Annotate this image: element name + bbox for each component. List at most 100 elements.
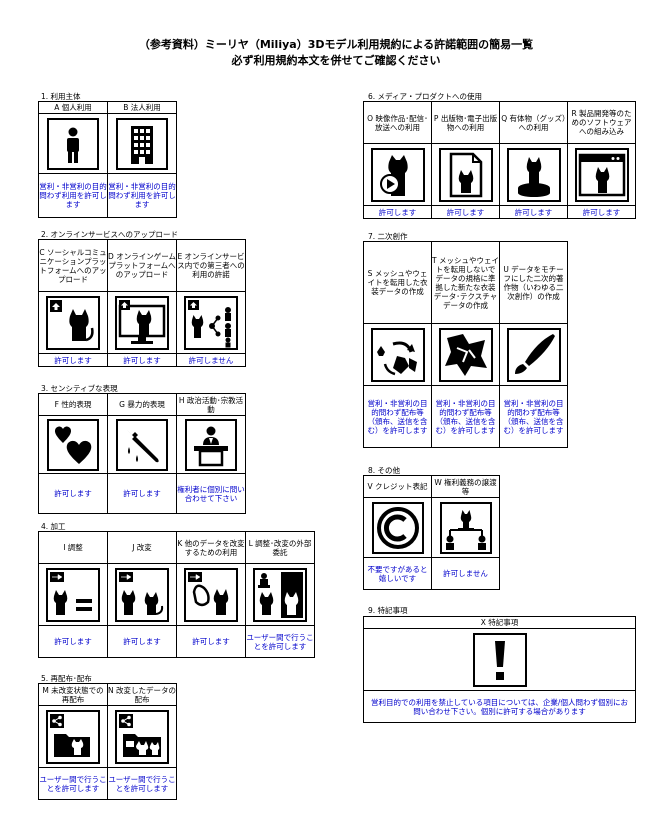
item-i-picture (38, 563, 108, 626)
section-6-title: 6. メディア・プロダクトへの使用 (368, 92, 483, 101)
modify-icon (115, 567, 169, 622)
item-l-label: L 調整･改変の外部委託 (245, 531, 315, 564)
section-8-title: 8. その他 (368, 466, 401, 475)
item-o-result: 許可します (363, 205, 432, 219)
page-subtitle: 必ず利用規約本文を併せてご確認ください (231, 54, 441, 67)
knife-icon (116, 418, 168, 471)
item-m-picture (38, 705, 108, 768)
section-7-table: S メッシュやウェイトを転用した衣装データの作成 T メッシュやウェイトを転用し… (363, 241, 568, 448)
item-u-picture (499, 323, 568, 386)
outsource-icon (253, 567, 307, 622)
item-f-result: 許可します (38, 473, 108, 514)
section-5-title: 5. 再配布･配布 (41, 674, 92, 683)
item-b-result: 営利・非営利の目的問わず利用を許可します (107, 173, 177, 218)
copyright-icon (371, 501, 424, 554)
section-5-table: M 未改変状態での再配布 N 改変したデータの配布 (38, 683, 177, 800)
redistribute-icon (46, 709, 100, 764)
item-e-result: 許可しません (176, 353, 246, 367)
item-p-result: 許可します (431, 205, 500, 219)
item-o-label: O 映像作品･配信･放送への利用 (363, 101, 432, 144)
item-c-result: 許可します (38, 353, 108, 367)
item-v-label: V クレジット表記 (363, 475, 432, 498)
share-cat-icon (184, 295, 238, 350)
item-t-label: T メッシュやウェイトを転用しないでデータの規格に準拠した新たな衣装データ･テク… (431, 241, 500, 324)
item-r-label: R 製品開発等のためのソフトウェアへの組み込み (567, 101, 636, 144)
person-icon (47, 117, 99, 170)
item-a-result: 営利・非営利の目的問わず利用を許可します (38, 173, 108, 218)
item-x-label: X 特記事項 (363, 616, 636, 629)
item-i-label: I 調整 (38, 531, 108, 564)
building-icon (116, 117, 168, 170)
page-title: （参考資料）ミーリヤ（Miliya）3Dモデル利用規約による許諾範囲の簡易一覧 (138, 38, 534, 51)
item-b-picture (107, 113, 177, 174)
item-k-result: 許可します (176, 625, 246, 658)
item-m-label: M 未改変状態での再配布 (38, 683, 108, 706)
section-8-table: V クレジット表記 W 権利義務の譲渡等 不要ですがあると嬉しいです 許可し (363, 475, 500, 590)
section-3-table: F 性的表現 G 暴力的表現 H 政治活動･宗教活動 (38, 393, 246, 514)
item-o-picture (363, 143, 432, 206)
item-w-result: 許可しません (431, 557, 500, 590)
exclamation-icon (472, 632, 527, 687)
item-f-picture (38, 415, 108, 474)
item-q-result: 許可します (499, 205, 568, 219)
adjust-icon (46, 567, 100, 622)
item-v-result: 不要ですがあると嬉しいです (363, 557, 432, 590)
item-c-picture (38, 291, 108, 354)
item-w-picture (431, 497, 500, 558)
figure-cat-icon (506, 147, 561, 202)
item-q-picture (499, 143, 568, 206)
item-h-label: H 政治活動･宗教活動 (176, 393, 246, 416)
fabric-icon (438, 327, 493, 382)
item-a-picture (38, 113, 108, 174)
item-c-label: C ソーシャルコミュニケーションプラットフォームへのアップロード (38, 239, 108, 292)
item-g-result: 許可します (107, 473, 177, 514)
upload-cat-icon (46, 295, 100, 350)
item-n-label: N 改変したデータの配布 (107, 683, 177, 706)
item-n-picture (107, 705, 177, 768)
section-4-table: I 調整 J 改変 K 他のデータを改変するための利用 L 調整･改変の外部委託 (38, 531, 315, 658)
item-d-picture (107, 291, 177, 354)
item-w-label: W 権利義務の譲渡等 (431, 475, 500, 498)
item-b-label: B 法人利用 (107, 101, 177, 114)
software-cat-icon (574, 147, 629, 202)
brush-icon (506, 327, 561, 382)
item-j-label: J 改変 (107, 531, 177, 564)
podium-icon (185, 418, 237, 471)
section-1-table: A 個人利用 B 法人利用 (38, 101, 177, 218)
section-3-title: 3. センシティブな表現 (41, 384, 118, 393)
item-d-label: D オンラインゲームプラットフォームへのアップロード (107, 239, 177, 292)
distribute-modified-icon (115, 709, 169, 764)
item-j-picture (107, 563, 177, 626)
item-j-result: 許可します (107, 625, 177, 658)
item-u-label: U データをモチーフにした二次的著作物（いわゆる二次創作）の作成 (499, 241, 568, 324)
item-x-result: 営利目的での利用を禁止している項目については、企業/個人問わず個別にお問い合わせ… (363, 690, 636, 723)
item-t-picture (431, 323, 500, 386)
section-1-title: 1. 利用主体 (41, 92, 81, 101)
item-p-label: P 出版物･電子出版物への利用 (431, 101, 500, 144)
item-g-picture (107, 415, 177, 474)
item-a-label: A 個人利用 (38, 101, 108, 114)
section-9-table: X 特記事項 営利目的での利用を禁止している項目については、企業/個人問わず個別… (363, 616, 636, 723)
item-k-label: K 他のデータを改変するための利用 (176, 531, 246, 564)
hearts-icon (47, 418, 99, 471)
section-6-table: O 映像作品･配信･放送への利用 P 出版物･電子出版物への利用 Q 有体物（グ… (363, 101, 636, 219)
item-x-picture (363, 628, 636, 691)
section-9-title: 9. 特記事項 (368, 606, 408, 615)
item-h-picture (176, 415, 246, 474)
item-s-picture (363, 323, 432, 386)
item-t-result: 営利・非営利の目的問わず配布等（頒布、送信を含む）を許可します (431, 385, 500, 448)
other-data-icon (184, 567, 238, 622)
section-4-title: 4. 加工 (41, 522, 66, 531)
item-k-picture (176, 563, 246, 626)
section-2-table: C ソーシャルコミュニケーションプラットフォームへのアップロード D オンライン… (38, 239, 246, 367)
item-l-picture (245, 563, 315, 626)
item-g-label: G 暴力的表現 (107, 393, 177, 416)
video-cat-icon (370, 147, 425, 202)
item-n-result: ユーザー間で行うことを許可します (107, 767, 177, 800)
item-s-result: 営利・非営利の目的問わず配布等（頒布、送信を含む）を許可します (363, 385, 432, 448)
section-7-title: 7. 二次創作 (368, 232, 408, 241)
recycle-icon (370, 327, 425, 382)
item-l-result: ユーザー間で行うことを許可します (245, 625, 315, 658)
item-r-picture (567, 143, 636, 206)
item-u-result: 営利・非営利の目的問わず配布等（頒布、送信を含む）を許可します (499, 385, 568, 448)
